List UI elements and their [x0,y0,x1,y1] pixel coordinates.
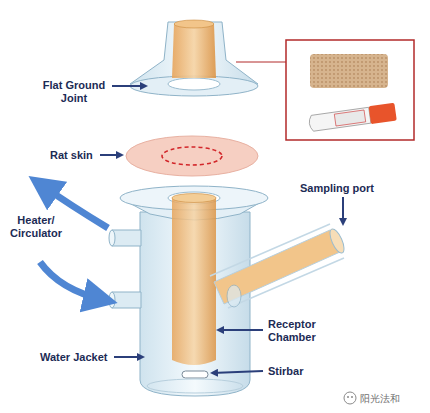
part-label: Rat skin [50,149,93,162]
part-label: Receptor Chamber [268,318,330,344]
part-label: Heater/ Circulator [4,214,68,240]
part-label: Stirbar [268,365,303,378]
part-label: Water Jacket [40,351,107,364]
part-label: Flat Ground Joint [38,79,110,105]
part-label: Sampling port [300,182,374,195]
watermark: 阳光法和 [360,392,400,405]
